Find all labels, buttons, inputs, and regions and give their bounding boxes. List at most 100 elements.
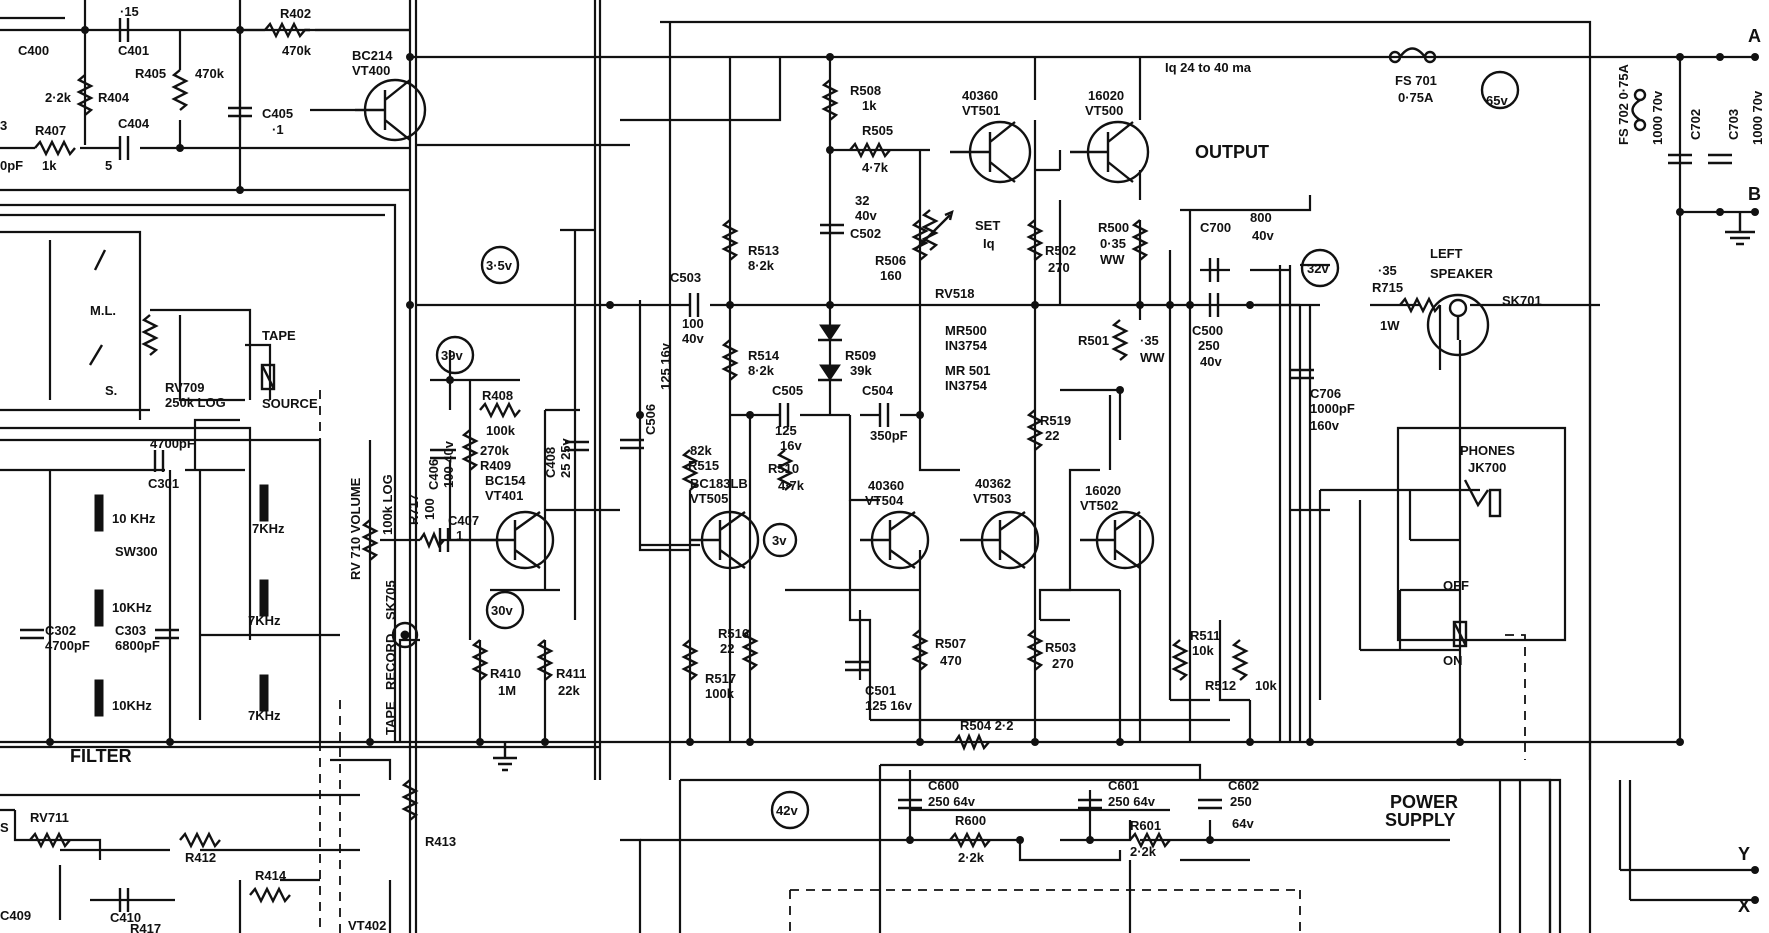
- lbl-sw300: SW300: [115, 544, 158, 559]
- lbl-r502: R502: [1045, 243, 1076, 258]
- lbl-c401-val: ·15: [120, 4, 139, 19]
- lbl-c404-val: 5: [105, 158, 112, 173]
- lbl-r500-val2: WW: [1100, 252, 1125, 267]
- lbl-c401: C401: [118, 43, 149, 58]
- transistor-vt504: [860, 510, 930, 570]
- lbl-r414: R414: [255, 868, 287, 883]
- lbl-c505-val1: 125: [775, 423, 797, 438]
- lbl-c410: C410: [110, 910, 141, 925]
- lbl-r505: R505: [862, 123, 893, 138]
- lbl-c408-val: 25 25v: [558, 437, 573, 478]
- lbl-r408-val: 100k: [486, 423, 516, 438]
- lbl-r512-val: 10k: [1255, 678, 1277, 693]
- lbl-s-partial: S: [0, 820, 9, 835]
- lbl-r410-val: 1M: [498, 683, 516, 698]
- lbl-source: SOURCE: [262, 396, 318, 411]
- lbl-jk700: JK700: [1468, 460, 1506, 475]
- lbl-r505-val: 4·7k: [862, 160, 889, 175]
- lbl-r516: R516: [718, 626, 749, 641]
- lbl-fs701: FS 701: [1395, 73, 1437, 88]
- lbl-vt504-type: 40360: [868, 478, 904, 493]
- lbl-c503: C503: [670, 270, 701, 285]
- lbl-vt501: VT501: [962, 103, 1000, 118]
- lbl-rv710: RV 710 VOLUME: [348, 477, 363, 580]
- lbl-c601-val: 250 64v: [1108, 794, 1156, 809]
- lbl-c703: C703: [1726, 109, 1741, 140]
- lbl-vt503-type: 40362: [975, 476, 1011, 491]
- test-points: [435, 70, 1520, 830]
- lbl-vt502: VT502: [1080, 498, 1118, 513]
- lbl-c505-val2: 16v: [780, 438, 802, 453]
- lbl-s: S.: [105, 383, 117, 398]
- lbl-c602-val2: 64v: [1232, 816, 1254, 831]
- lbl-r516-val: 22: [720, 641, 734, 656]
- lbl-r411: R411: [556, 666, 586, 681]
- lbl-v3: 3v: [772, 533, 787, 548]
- lbl-tape2: TAPE: [383, 701, 398, 735]
- component-labels: C400 C401 ·15 R402 470k R405 470k 2·2k R…: [0, 4, 1765, 933]
- lbl-c602-val1: 250: [1230, 794, 1252, 809]
- lbl-vt400: VT400: [352, 63, 390, 78]
- lbl-c506: C506: [643, 404, 658, 435]
- lbl-off: OFF: [1443, 578, 1469, 593]
- lbl-c500: C500: [1192, 323, 1223, 338]
- lbl-vt500: VT500: [1085, 103, 1123, 118]
- lbl-c506-val: 125 16v: [658, 342, 673, 390]
- lbl-on: ON: [1443, 653, 1463, 668]
- lbl-c502-val2: 40v: [855, 208, 877, 223]
- lbl-r507-val: 470: [940, 653, 962, 668]
- speaker-sk701: [1426, 293, 1490, 357]
- lbl-c601: C601: [1108, 778, 1139, 793]
- lbl-vt401-type: BC154: [485, 473, 526, 488]
- lbl-v39: 39v: [441, 348, 463, 363]
- lbl-c406-val: 100 40v: [441, 440, 456, 488]
- lbl-b: B: [1748, 184, 1761, 204]
- lbl-c503-val2: 40v: [682, 331, 704, 346]
- lbl-c405: C405: [262, 106, 293, 121]
- lbl-r402-val: 470k: [282, 43, 312, 58]
- lbl-iq-set: Iq: [983, 236, 995, 251]
- lbl-r504: R504 2·2: [960, 718, 1013, 733]
- lbl-c406: C406: [426, 459, 441, 490]
- lbl-filter: FILTER: [70, 746, 132, 766]
- lbl-power: POWER: [1390, 792, 1458, 812]
- lbl-r514: R514: [748, 348, 780, 363]
- lbl-r506-val: 160: [880, 268, 902, 283]
- transistor-vt400: [355, 78, 427, 142]
- lbl-r515: R515: [688, 458, 719, 473]
- lbl-rv711: RV711: [30, 810, 69, 825]
- lbl-r715-val: ·35: [1378, 263, 1397, 278]
- lbl-fs701-val: 0·75A: [1398, 90, 1434, 105]
- lbl-vt501-type: 40360: [962, 88, 998, 103]
- lbl-vt505-type: BC183LB: [690, 476, 748, 491]
- lbl-r412: R412: [185, 850, 216, 865]
- lbl-c407-val: 1: [456, 528, 463, 543]
- lbl-r402: R402: [280, 6, 311, 21]
- lbl-r517-val: 100k: [705, 686, 735, 701]
- lbl-c702: C702: [1688, 109, 1703, 140]
- lbl-speaker: SPEAKER: [1430, 266, 1493, 281]
- capacitors: [20, 18, 1732, 912]
- lbl-r410: R410: [490, 666, 521, 681]
- lbl-r413: R413: [425, 834, 456, 849]
- lbl-c502-val1: 32: [855, 193, 869, 208]
- lbl-r514-val: 8·2k: [748, 363, 775, 378]
- lbl-c703-val: 1000 70v: [1750, 90, 1765, 145]
- lbl-r500: R500: [1098, 220, 1129, 235]
- transistor-vt500: [1070, 120, 1150, 184]
- lbl-rv709: RV709: [165, 380, 205, 395]
- jack-jk700: [1463, 479, 1502, 518]
- lbl-r404-val: 2·2k: [45, 90, 72, 105]
- lbl-vt400-type: BC214: [352, 48, 393, 63]
- lbl-r510: R510: [768, 461, 799, 476]
- lbl-10khz-b: 10KHz: [112, 600, 152, 615]
- lbl-r407: R407: [35, 123, 66, 138]
- lbl-vt401: VT401: [485, 488, 523, 503]
- lbl-rv518: RV518: [935, 286, 975, 301]
- transistor-vt501: [950, 120, 1032, 184]
- lbl-c501: C501: [865, 683, 896, 698]
- lbl-mr501-type: IN3754: [945, 378, 988, 393]
- lbl-phones: PHONES: [1460, 443, 1515, 458]
- lbl-r517: R517: [705, 671, 736, 686]
